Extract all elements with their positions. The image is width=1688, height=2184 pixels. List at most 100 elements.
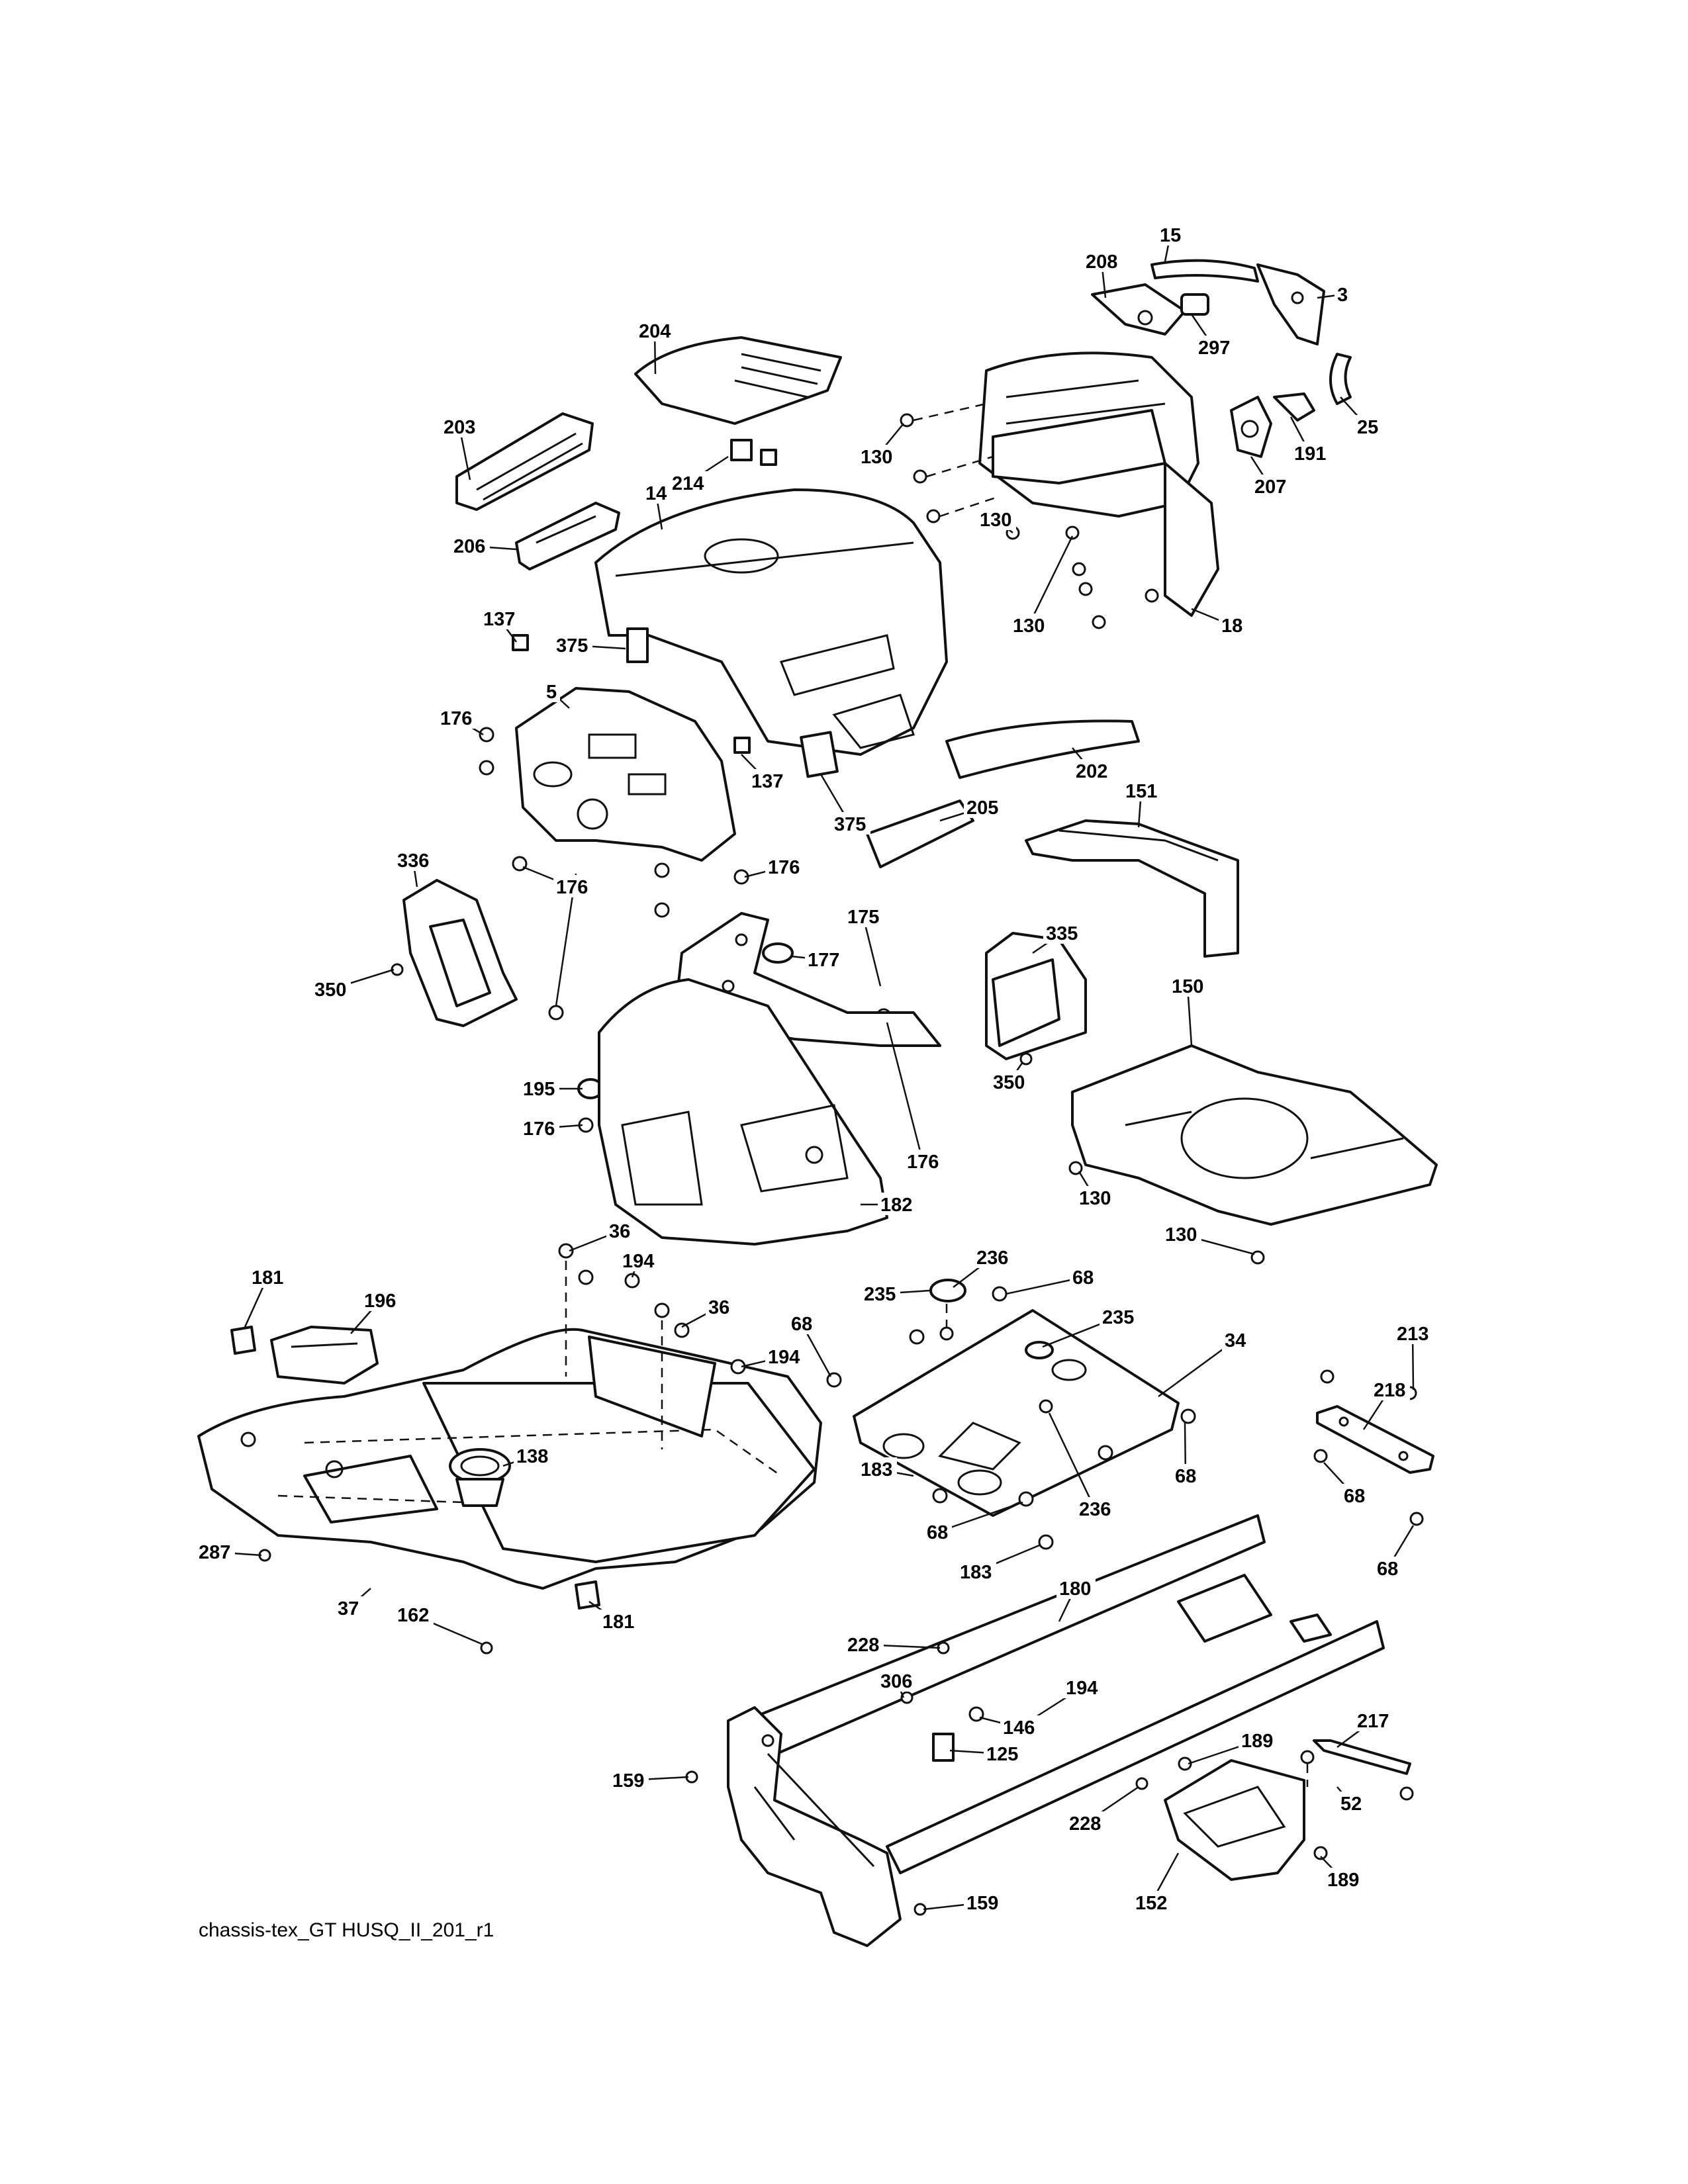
callout-335: 335: [1046, 923, 1078, 944]
callout-backdrop-228: [1066, 1811, 1105, 1834]
callout-backdrop-191: [1291, 441, 1331, 464]
callout-backdrop-189: [1325, 1868, 1364, 1890]
part-217-rod: [1300, 1739, 1414, 1801]
part-335-side-panel-right: [985, 932, 1087, 1060]
callout-backdrop-235: [1100, 1305, 1139, 1328]
callout-backdrop-306: [878, 1669, 917, 1692]
part-34-plate: [853, 1309, 1180, 1517]
callout-backdrop-162: [395, 1603, 434, 1625]
callout-336: 336: [397, 850, 429, 872]
callout-206: 206: [453, 536, 485, 557]
callout-leader-130: [1027, 535, 1074, 626]
part-180-frame: [727, 1514, 1385, 1947]
callout-backdrop-176: [553, 875, 592, 897]
callout-152: 152: [1135, 1893, 1167, 1914]
part-182-fender: [598, 978, 888, 1246]
callout-backdrop-375: [831, 812, 870, 835]
screws-36: [558, 1243, 690, 1449]
callout-375: 375: [556, 635, 588, 657]
callout-backdrop-159: [964, 1891, 1003, 1913]
callout-backdrop-336: [395, 848, 434, 871]
callout-backdrop-176: [765, 855, 804, 878]
callout-backdrop-3: [1335, 283, 1351, 305]
callout-backdrop-34: [1222, 1328, 1250, 1351]
callout-backdrop-36: [606, 1219, 634, 1242]
callout-backdrop-138: [514, 1444, 553, 1467]
nuts-194: [624, 1273, 746, 1375]
callout-backdrop-152: [1133, 1891, 1172, 1913]
part-15-lens: [1150, 259, 1259, 283]
callout-backdrop-177: [805, 948, 844, 970]
callout-backdrop-375: [553, 633, 592, 656]
callout-194: 194: [622, 1251, 654, 1272]
callout-backdrop-181: [249, 1265, 288, 1288]
callout-191: 191: [1294, 443, 1326, 465]
part-191-bulb-socket: [1273, 392, 1315, 422]
part-207-headlight: [1230, 396, 1272, 458]
callout-backdrop-287: [196, 1540, 235, 1563]
callout-backdrop-151: [1123, 779, 1162, 801]
callout-backdrop-204: [636, 319, 675, 341]
callout-176: 176: [440, 708, 472, 729]
part-152-bracket: [1164, 1759, 1305, 1881]
callout-196: 196: [364, 1291, 396, 1312]
callout-235: 235: [1102, 1307, 1134, 1328]
callout-159: 159: [612, 1770, 644, 1792]
callout-backdrop-37: [335, 1596, 363, 1619]
callout-207: 207: [1254, 477, 1286, 498]
callout-137: 137: [483, 609, 515, 630]
callout-leader-236: [1048, 1412, 1096, 1510]
callout-backdrop-214: [669, 471, 708, 494]
callout-backdrop-137: [749, 769, 788, 792]
callout-backdrop-159: [610, 1768, 649, 1791]
diagram-id-caption: chassis-tex_GT HUSQ_II_201_r1: [199, 1919, 494, 1941]
part-206-panel: [515, 502, 620, 570]
callout-backdrop-203: [441, 415, 480, 437]
callout-backdrop-68: [1341, 1484, 1369, 1506]
callout-backdrop-130: [1076, 1186, 1115, 1208]
callout-backdrop-68: [1070, 1265, 1098, 1288]
callout-176: 176: [768, 857, 800, 878]
callout-backdrop-189: [1239, 1729, 1278, 1751]
part-208-light-housing: [1091, 283, 1186, 336]
callout-68: 68: [1175, 1466, 1196, 1487]
callout-backdrop-235: [861, 1282, 900, 1304]
callout-3: 3: [1337, 285, 1348, 306]
callout-backdrop-137: [481, 607, 520, 629]
bolts-68-183: [826, 1286, 1196, 1550]
callout-backdrop-228: [845, 1633, 884, 1655]
callout-181: 181: [252, 1267, 283, 1289]
callout-backdrop-176: [520, 1116, 559, 1139]
part-336-side-panel-left: [402, 879, 518, 1027]
part-138-boot: [449, 1448, 511, 1507]
callout-backdrop-130: [977, 508, 1016, 530]
callout-backdrop-183: [858, 1457, 897, 1480]
part-214-clip: [730, 439, 777, 466]
callout-217: 217: [1357, 1711, 1389, 1732]
callout-177: 177: [808, 950, 839, 971]
part-205-trim: [866, 799, 974, 868]
callout-228: 228: [847, 1635, 879, 1656]
callout-backdrop-14: [643, 481, 671, 504]
screws-130-floor: [1068, 1161, 1265, 1265]
callout-backdrop-350: [990, 1070, 1029, 1093]
callout-205: 205: [966, 797, 998, 819]
callout-218: 218: [1374, 1380, 1405, 1401]
part-150-floor-pan: [1071, 1044, 1438, 1226]
part-196-cover: [270, 1326, 379, 1385]
callout-backdrop-208: [1083, 250, 1122, 272]
part-25-trim: [1329, 353, 1352, 405]
callout-183: 183: [960, 1562, 992, 1583]
callout-backdrop-194: [620, 1249, 659, 1271]
callout-backdrop-150: [1169, 974, 1208, 997]
part-14-hood: [594, 488, 948, 756]
callout-182: 182: [880, 1195, 912, 1216]
part-137-clip: [512, 634, 751, 754]
callout-backdrop-206: [451, 534, 490, 557]
callout-297: 297: [1198, 338, 1230, 359]
callout-backdrop-202: [1073, 759, 1112, 782]
callout-194: 194: [768, 1347, 800, 1368]
callout-backdrop-236: [1076, 1497, 1115, 1520]
callout-130: 130: [1165, 1224, 1197, 1246]
